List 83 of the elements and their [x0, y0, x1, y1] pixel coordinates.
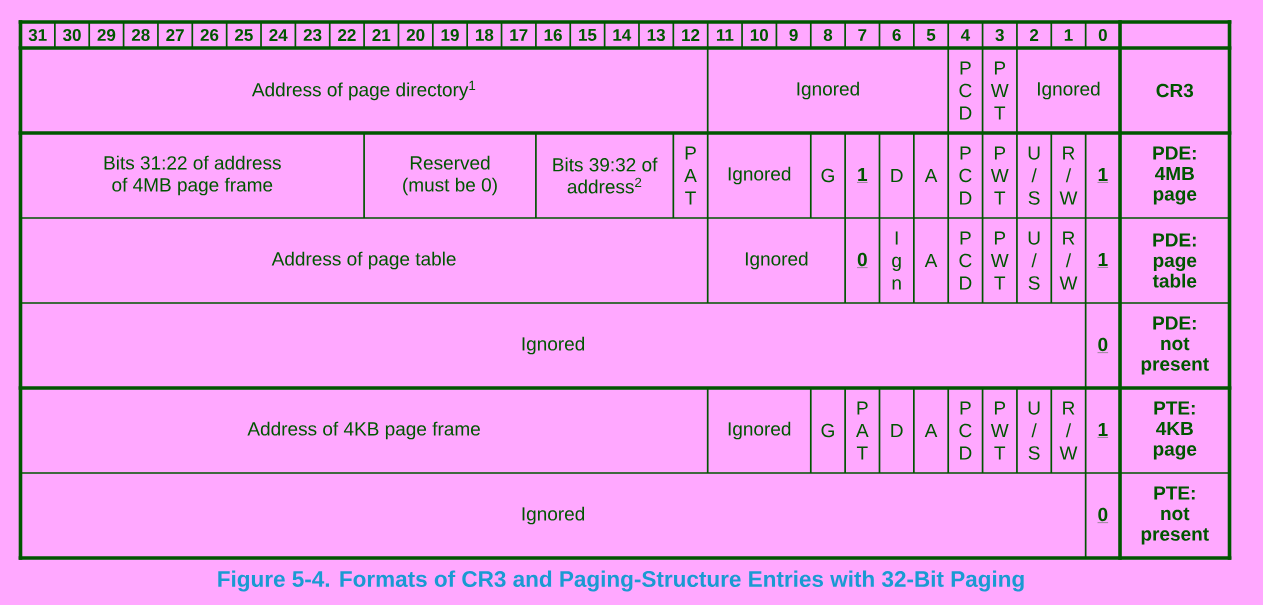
field-name: Ignored: [728, 421, 791, 440]
entry-type-label: PTE: not present: [1141, 486, 1209, 545]
flag-name: P C D: [959, 231, 972, 290]
fixed-bit-value: 0: [1097, 337, 1109, 353]
flag-name: G: [821, 423, 834, 438]
fixed-bit-value: 0: [856, 252, 868, 268]
flag-name: A: [924, 254, 938, 268]
flag-name: R / W: [1059, 146, 1078, 205]
bit-number: 2: [1030, 29, 1039, 41]
entry-type-label: PDE: page table: [1152, 233, 1197, 288]
flag-name: P W T: [990, 146, 1009, 205]
field-name: Ignored: [522, 506, 585, 525]
bit-number: 31: [28, 28, 47, 42]
flag-name: U / S: [1028, 231, 1040, 290]
bit-number: 4: [960, 29, 971, 41]
bit-number: 17: [510, 29, 528, 41]
bit-number: 12: [682, 29, 700, 41]
fixed-bit-value: 1: [1097, 167, 1109, 183]
figure-caption: Figure 5-4. Formats of CR3 and Paging-Structure Entries with 32-Bit Paging: [218, 570, 1024, 592]
flag-name: D: [891, 168, 903, 183]
flag-name: P A T: [684, 146, 697, 205]
entry-type-label: PTE: 4KB page: [1153, 401, 1197, 460]
fixed-bit-value: 0: [1097, 507, 1109, 523]
bit-number: 27: [166, 29, 184, 41]
bit-number: 25: [235, 29, 253, 42]
field-name: Reserved (must be 0): [403, 155, 497, 196]
flag-name: P C D: [959, 146, 972, 205]
bit-number: 26: [200, 29, 219, 42]
flag-name: A: [924, 168, 938, 183]
field-name: Address of 4KB page frame: [247, 421, 480, 440]
flag-name: U / S: [1028, 146, 1040, 205]
field-name: Ignored: [745, 251, 808, 270]
field-name: Ignored: [797, 81, 859, 100]
bit-number: 18: [475, 29, 494, 42]
flag-name: P C D: [959, 401, 972, 460]
bit-number: 21: [372, 29, 391, 41]
bit-number: 14: [613, 29, 632, 41]
bit-number: 7: [858, 29, 867, 41]
field-name: Ignored: [1038, 81, 1100, 100]
field-name: Address of page directory$^{1}$: [251, 80, 476, 101]
bit-number: 9: [789, 29, 798, 42]
bit-number: 19: [441, 29, 459, 42]
fixed-bit-value: 1: [1097, 423, 1109, 438]
bit-number: 15: [579, 29, 597, 41]
bit-number: 20: [406, 29, 425, 42]
field-name: Bits 31:22 of address of 4MB page frame: [104, 155, 281, 196]
flag-name: P W T: [990, 401, 1009, 460]
flag-name: A: [924, 424, 938, 438]
bit-number: 0: [1098, 29, 1107, 42]
field-name: Ignored: [728, 166, 791, 185]
bit-number: 28: [131, 29, 150, 42]
entry-type-label: PDE: not present: [1141, 316, 1209, 375]
flag-name: P C D: [959, 61, 972, 120]
fixed-bit-value: 1: [1097, 252, 1109, 268]
bit-number: 10: [750, 29, 768, 42]
bit-number: 30: [63, 28, 81, 42]
flag-name: G: [821, 168, 834, 183]
flag-name: D: [891, 424, 903, 438]
bit-number: 5: [926, 29, 936, 41]
field-name: Address of page table: [271, 251, 456, 270]
flag-name: P A T: [856, 401, 869, 460]
bit-number: 11: [716, 29, 734, 41]
bit-number: 23: [303, 28, 322, 42]
entry-type-label: PDE: 4MB page: [1153, 146, 1197, 205]
bit-number: 3: [995, 28, 1004, 42]
bit-number: 16: [544, 29, 562, 42]
flag-name: I g n: [892, 231, 901, 290]
bit-number: 24: [269, 29, 288, 41]
field-name: Ignored: [522, 336, 585, 355]
field-name: Bits 39:32 of address$^{2}$: [553, 157, 658, 194]
bit-number: 8: [823, 29, 833, 42]
bit-number: 29: [97, 29, 116, 42]
bit-number: 6: [892, 29, 901, 42]
flag-name: P W T: [990, 231, 1009, 290]
bit-number: 13: [647, 28, 665, 42]
bit-number: 1: [1064, 29, 1073, 41]
flag-name: P W T: [990, 61, 1009, 120]
entry-type-label: CR3: [1156, 83, 1194, 98]
flag-name: R / W: [1059, 401, 1078, 460]
bit-number: 22: [338, 29, 356, 41]
flag-name: U / S: [1028, 401, 1040, 460]
fixed-bit-value: 1: [856, 167, 868, 183]
flag-name: R / W: [1059, 231, 1078, 290]
